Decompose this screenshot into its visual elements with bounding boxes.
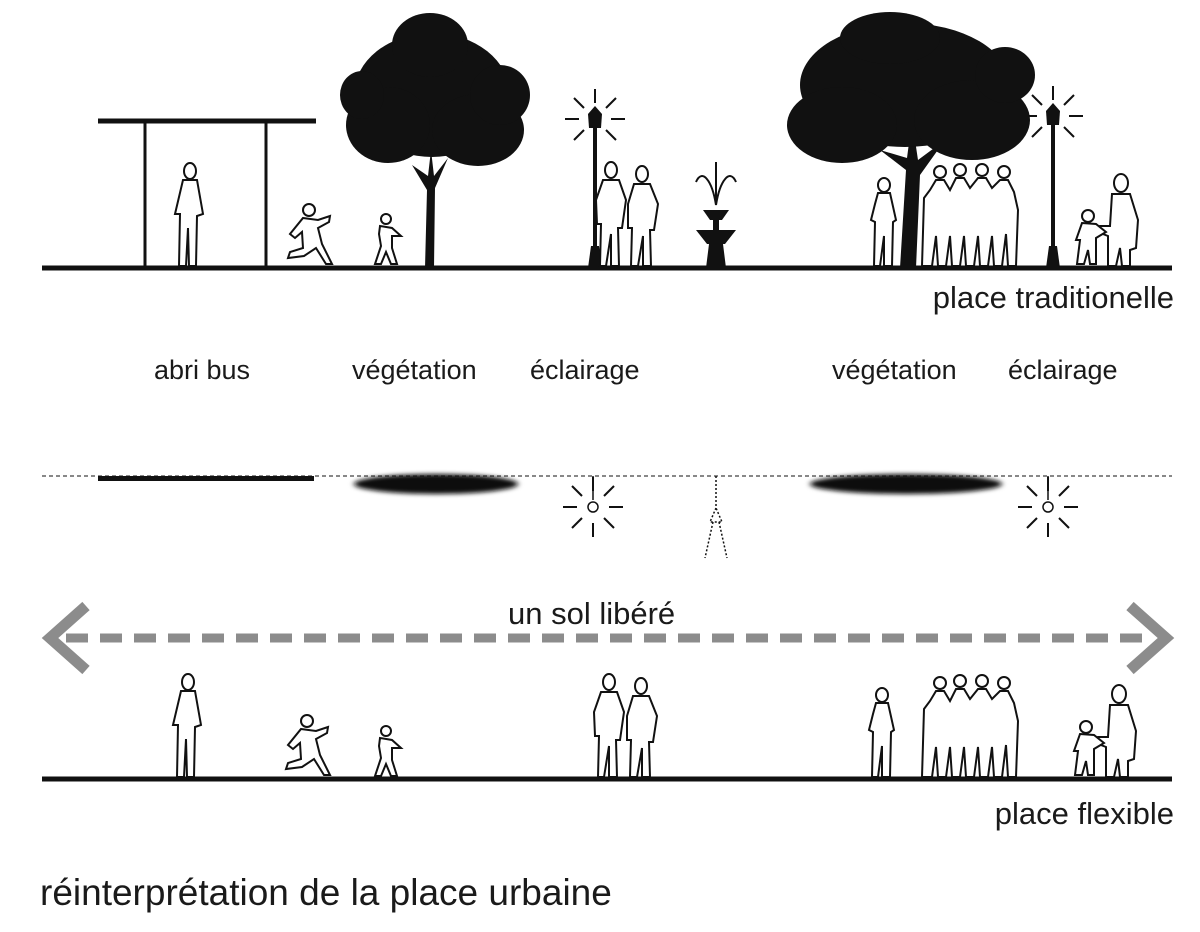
label-vegetation-2: végétation xyxy=(832,355,957,385)
child-running-icon xyxy=(286,203,334,265)
couple-icon xyxy=(592,673,659,778)
bus-shelter-plan-mark xyxy=(98,476,314,481)
lighting-plan-mark xyxy=(562,476,624,538)
label-vegetation-1: végétation xyxy=(352,355,477,385)
child-running-icon xyxy=(284,714,332,776)
tree-icon xyxy=(787,12,1035,268)
child-running-icon xyxy=(373,725,404,777)
group-of-people-icon xyxy=(920,163,1020,267)
vegetation-plan-mark xyxy=(354,474,518,494)
double-arrow-icon xyxy=(41,601,1175,675)
parent-with-child-icon xyxy=(1074,173,1140,267)
label-place-traditionelle: place traditionelle xyxy=(932,280,1174,315)
lighting-plan-mark xyxy=(1017,476,1079,538)
pedestrian-icon xyxy=(867,687,896,778)
fountain-plan-mark xyxy=(704,476,728,559)
label-place-flexible: place flexible xyxy=(994,796,1174,831)
bus-shelter-icon xyxy=(98,118,316,268)
child-running-icon xyxy=(373,213,404,265)
tree-icon xyxy=(340,13,530,268)
diagram-caption: réinterprétation de la place urbaine xyxy=(40,872,612,913)
label-abri-bus: abri bus xyxy=(154,355,251,385)
vegetation-plan-mark xyxy=(810,474,1002,494)
group-of-people-icon xyxy=(920,674,1020,778)
parent-with-child-icon xyxy=(1072,684,1138,778)
couple-icon xyxy=(594,161,660,267)
label-eclairage-2: éclairage xyxy=(1008,355,1118,385)
label-eclairage-1: éclairage xyxy=(530,355,640,385)
pedestrian-icon xyxy=(869,177,898,267)
pedestrian-icon xyxy=(173,162,205,267)
pedestrian-icon xyxy=(171,673,203,778)
fountain-icon xyxy=(695,162,737,268)
street-lamp-icon xyxy=(564,88,626,268)
street-lamp-icon xyxy=(1022,85,1084,268)
label-un-sol-libere: un sol libéré xyxy=(508,596,676,631)
